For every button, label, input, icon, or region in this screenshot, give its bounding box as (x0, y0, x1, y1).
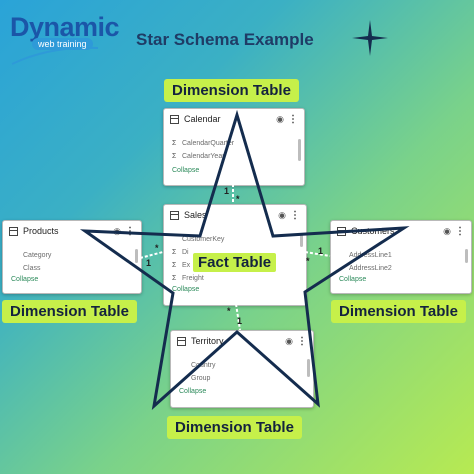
eye-icon[interactable]: ◉ (443, 225, 451, 236)
sigma-icon: Σ (172, 262, 177, 269)
cardinality-one: 1 (237, 316, 243, 326)
eye-icon[interactable]: ◉ (285, 335, 293, 346)
field-row[interactable]: Category (23, 252, 52, 259)
eye-icon[interactable]: ◉ (113, 225, 121, 236)
more-icon[interactable]: ⋮ (125, 225, 135, 237)
sigma-icon: Σ (172, 249, 177, 256)
collapse-link[interactable]: Collapse (179, 388, 207, 395)
card-title: Products (23, 226, 59, 236)
field-row[interactable]: AddressLine1 (349, 252, 392, 259)
scrollbar[interactable] (298, 139, 301, 161)
dimension-label-top: Dimension Table (164, 79, 299, 102)
more-icon[interactable]: ⋮ (290, 209, 300, 221)
collapse-link[interactable]: Collapse (172, 167, 200, 174)
collapse-link[interactable]: Collapse (172, 286, 200, 293)
sigma-icon: Σ (172, 275, 177, 282)
scrollbar[interactable] (307, 359, 310, 377)
more-icon[interactable]: ⋮ (288, 113, 298, 125)
scrollbar[interactable] (465, 249, 468, 263)
field-row[interactable]: AddressLine2 (349, 265, 392, 272)
table-icon (170, 210, 179, 220)
field-row[interactable]: Country (191, 362, 216, 369)
scrollbar[interactable] (300, 233, 303, 247)
sigma-icon: Σ (172, 140, 177, 147)
fact-table-label: Fact Table (193, 253, 277, 272)
scrollbar[interactable] (135, 249, 138, 263)
cardinality-one: 1 (224, 186, 230, 196)
card-header: Products ◉ ⋮ (3, 221, 141, 241)
field-row[interactable]: Class (23, 265, 41, 272)
dimension-label-left: Dimension Table (2, 300, 137, 323)
card-header: Calendar ◉ ⋮ (164, 109, 304, 129)
field-row[interactable]: CustomerKey (182, 236, 225, 243)
collapse-link[interactable]: Collapse (11, 276, 39, 283)
page-title: Star Schema Example (136, 30, 314, 49)
sigma-icon: Σ (172, 153, 177, 160)
logo-tagline: web training (32, 38, 93, 50)
more-icon[interactable]: ⋮ (297, 335, 307, 347)
collapse-link[interactable]: Collapse (339, 276, 367, 283)
cardinality-many: * (227, 306, 231, 316)
relation-line-customers (304, 251, 331, 257)
cardinality-many: * (236, 194, 240, 204)
field-row[interactable]: Group (191, 375, 211, 382)
cardinality-one: 1 (146, 258, 152, 268)
dimension-label-right: Dimension Table (331, 300, 466, 323)
card-title: Calendar (184, 114, 221, 124)
card-header: Territory ◉ ⋮ (171, 331, 313, 351)
eye-icon[interactable]: ◉ (278, 209, 286, 220)
relation-line-products (139, 251, 164, 259)
cardinality-many: * (155, 243, 159, 253)
sparkle-icon (350, 18, 390, 58)
logo-wordmark: Dynamic (10, 12, 120, 42)
cardinality-many: * (306, 256, 310, 266)
card-title: Sales (184, 210, 207, 220)
card-header: Sales ◉ ⋮ (164, 205, 306, 225)
card-title: Territory (191, 336, 224, 346)
table-icon (9, 226, 18, 236)
cardinality-one: 1 (318, 246, 324, 256)
dimension-label-bottom: Dimension Table (167, 416, 302, 439)
relation-line-territory (235, 303, 241, 331)
table-icon (177, 336, 186, 346)
eye-icon[interactable]: ◉ (276, 113, 284, 124)
more-icon[interactable]: ⋮ (455, 225, 465, 237)
table-icon (170, 114, 179, 124)
